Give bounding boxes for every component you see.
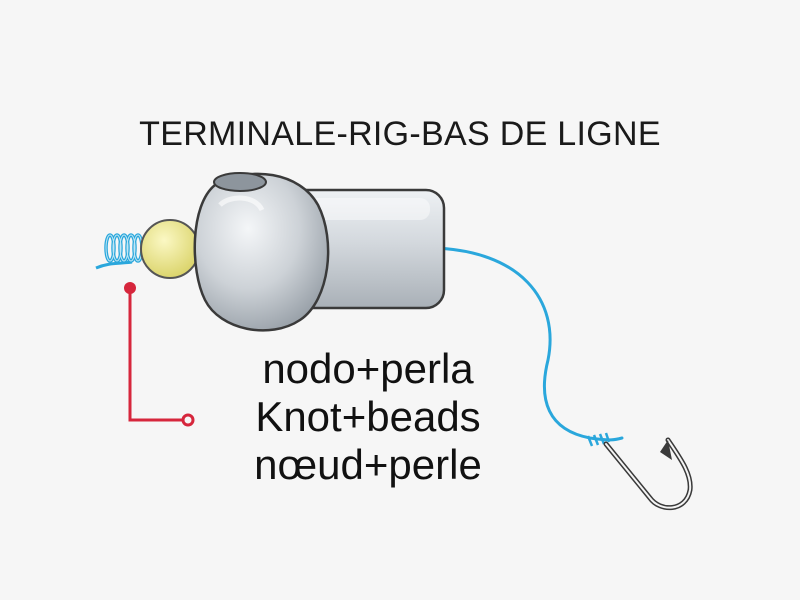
knot-coil-icon — [95, 233, 144, 270]
label-italian: nodo+perla — [262, 345, 474, 392]
fish-hook-icon — [603, 437, 693, 511]
diagram-title: TERMINALE-RIG-BAS DE LIGNE — [139, 115, 661, 153]
bead-icon — [140, 219, 200, 279]
label-french: nœud+perle — [254, 441, 482, 488]
fishing-line — [430, 246, 624, 442]
label-english: Knot+beads — [255, 393, 481, 440]
sinker-weight-icon — [193, 172, 446, 332]
component-labels: nodo+perla Knot+beads nœud+perle — [218, 345, 518, 489]
pointer-line — [124, 282, 195, 427]
hook-wrap-icon — [586, 432, 611, 447]
